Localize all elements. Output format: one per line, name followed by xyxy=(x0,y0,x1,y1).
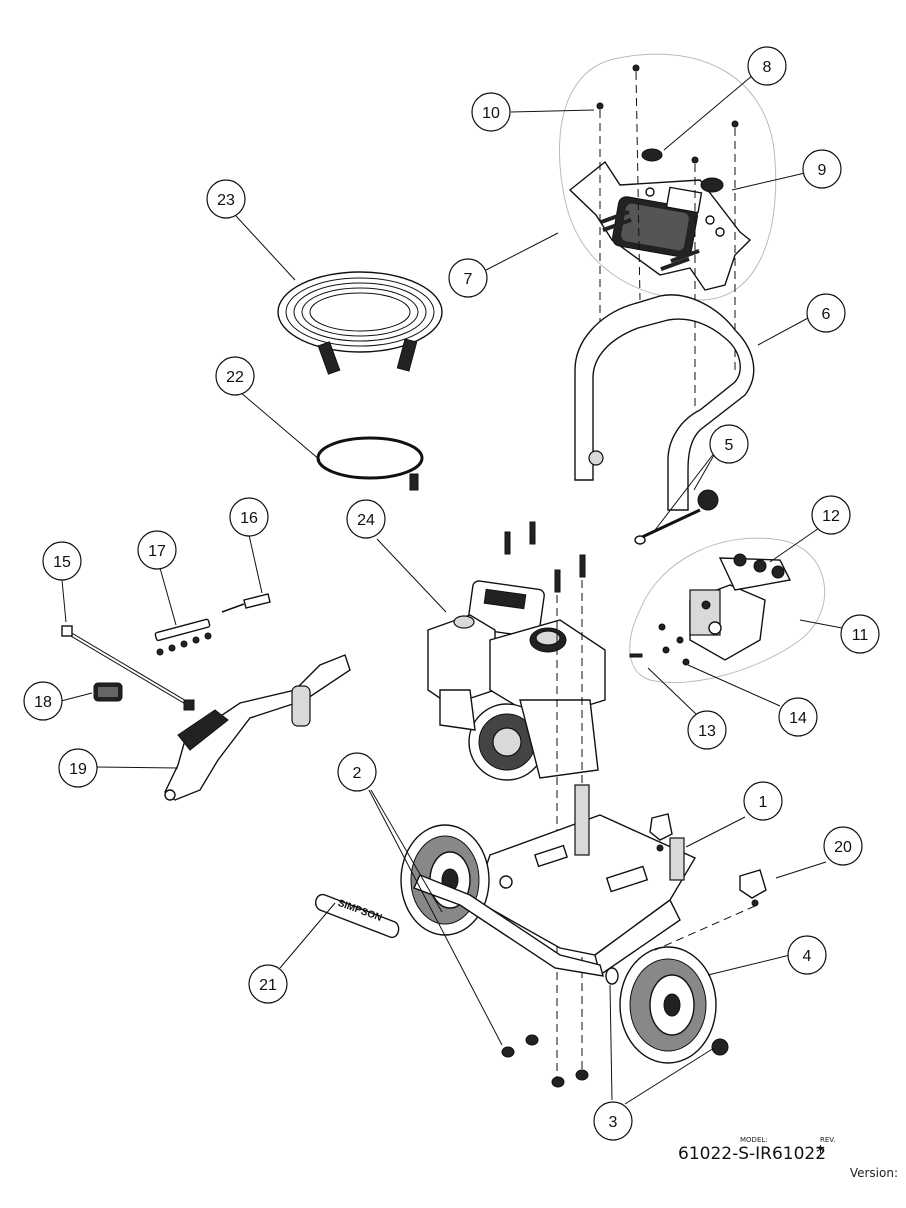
engine-bolts xyxy=(504,521,586,593)
axle xyxy=(413,874,604,977)
revision-value: * xyxy=(816,1142,825,1163)
panel-fasteners xyxy=(596,64,739,193)
frame xyxy=(474,784,697,977)
spray-gun xyxy=(164,654,351,801)
left-wheel xyxy=(400,824,490,936)
high-pressure-hose xyxy=(277,271,443,375)
svg-text:6: 6 xyxy=(822,306,831,323)
svg-text:23: 23 xyxy=(217,192,235,209)
pump-bolts xyxy=(629,623,690,666)
washers-and-nuts xyxy=(501,967,729,1088)
svg-text:1: 1 xyxy=(759,794,768,811)
knob-and-bolt xyxy=(634,489,719,545)
callout-18: 18 xyxy=(23,681,63,721)
svg-text:7: 7 xyxy=(464,271,473,288)
svg-text:14: 14 xyxy=(789,710,807,727)
callout-23: 23 xyxy=(206,179,246,219)
callout-24: 24 xyxy=(346,499,386,539)
callout-20: 20 xyxy=(823,826,863,866)
title-block: MODEL: REV. 61022-S-IR61022 * Version: xyxy=(670,1136,900,1202)
model-label: MODEL: xyxy=(740,1136,768,1144)
callout-12: 12 xyxy=(811,495,851,535)
svg-text:15: 15 xyxy=(53,554,71,571)
callout-4: 4 xyxy=(787,935,827,975)
callout-19: 19 xyxy=(58,748,98,788)
version-label: Version: xyxy=(849,1166,898,1180)
spray-wand xyxy=(61,625,195,711)
callout-17: 17 xyxy=(137,530,177,570)
handle xyxy=(574,294,755,511)
engine xyxy=(427,580,606,781)
model-number: 61022-S-IR61022 xyxy=(678,1144,827,1164)
nozzle-cleaning-tool xyxy=(221,593,271,613)
svg-text:22: 22 xyxy=(226,369,244,386)
callout-22: 22 xyxy=(215,356,255,396)
svg-text:13: 13 xyxy=(698,723,716,740)
svg-text:16: 16 xyxy=(240,510,258,527)
svg-text:20: 20 xyxy=(834,839,852,856)
svg-text:17: 17 xyxy=(148,543,166,560)
callout-10: 10 xyxy=(471,92,511,132)
callout-1: 1 xyxy=(743,781,783,821)
svg-text:19: 19 xyxy=(69,761,87,778)
callout-14: 14 xyxy=(778,697,818,737)
callout-6: 6 xyxy=(806,293,846,333)
svg-text:8: 8 xyxy=(763,59,772,76)
callout-13: 13 xyxy=(687,710,727,750)
leader-lines xyxy=(60,74,843,1105)
svg-text:9: 9 xyxy=(818,162,827,179)
callout-8: 8 xyxy=(747,46,787,86)
hook-brackets xyxy=(649,813,767,951)
callout-21: 21 xyxy=(248,964,288,1004)
callout-3: 3 xyxy=(593,1101,633,1141)
svg-text:18: 18 xyxy=(34,694,52,711)
svg-text:5: 5 xyxy=(725,437,734,454)
control-panel xyxy=(568,160,752,291)
svg-text:2: 2 xyxy=(353,765,362,782)
svg-text:24: 24 xyxy=(357,512,375,529)
svg-text:4: 4 xyxy=(803,948,812,965)
rev-label: REV. xyxy=(820,1136,836,1144)
callout-7: 7 xyxy=(448,258,488,298)
right-wheel xyxy=(619,946,717,1064)
svg-text:21: 21 xyxy=(259,977,277,994)
callout-9: 9 xyxy=(802,149,842,189)
hose-wire xyxy=(316,436,424,491)
svg-text:11: 11 xyxy=(852,627,869,644)
svg-text:3: 3 xyxy=(609,1114,618,1131)
nozzle-tips xyxy=(154,618,212,656)
quick-coupler xyxy=(93,682,123,702)
pump xyxy=(689,553,792,661)
svg-text:10: 10 xyxy=(482,105,500,122)
callout-5: 5 xyxy=(709,424,749,464)
svg-text:12: 12 xyxy=(822,508,840,525)
callout-15: 15 xyxy=(42,541,82,581)
foam-grip: SIMPSON xyxy=(315,893,400,939)
callout-16: 16 xyxy=(229,497,269,537)
callout-11: 11 xyxy=(840,614,880,654)
callout-2: 2 xyxy=(337,752,377,792)
